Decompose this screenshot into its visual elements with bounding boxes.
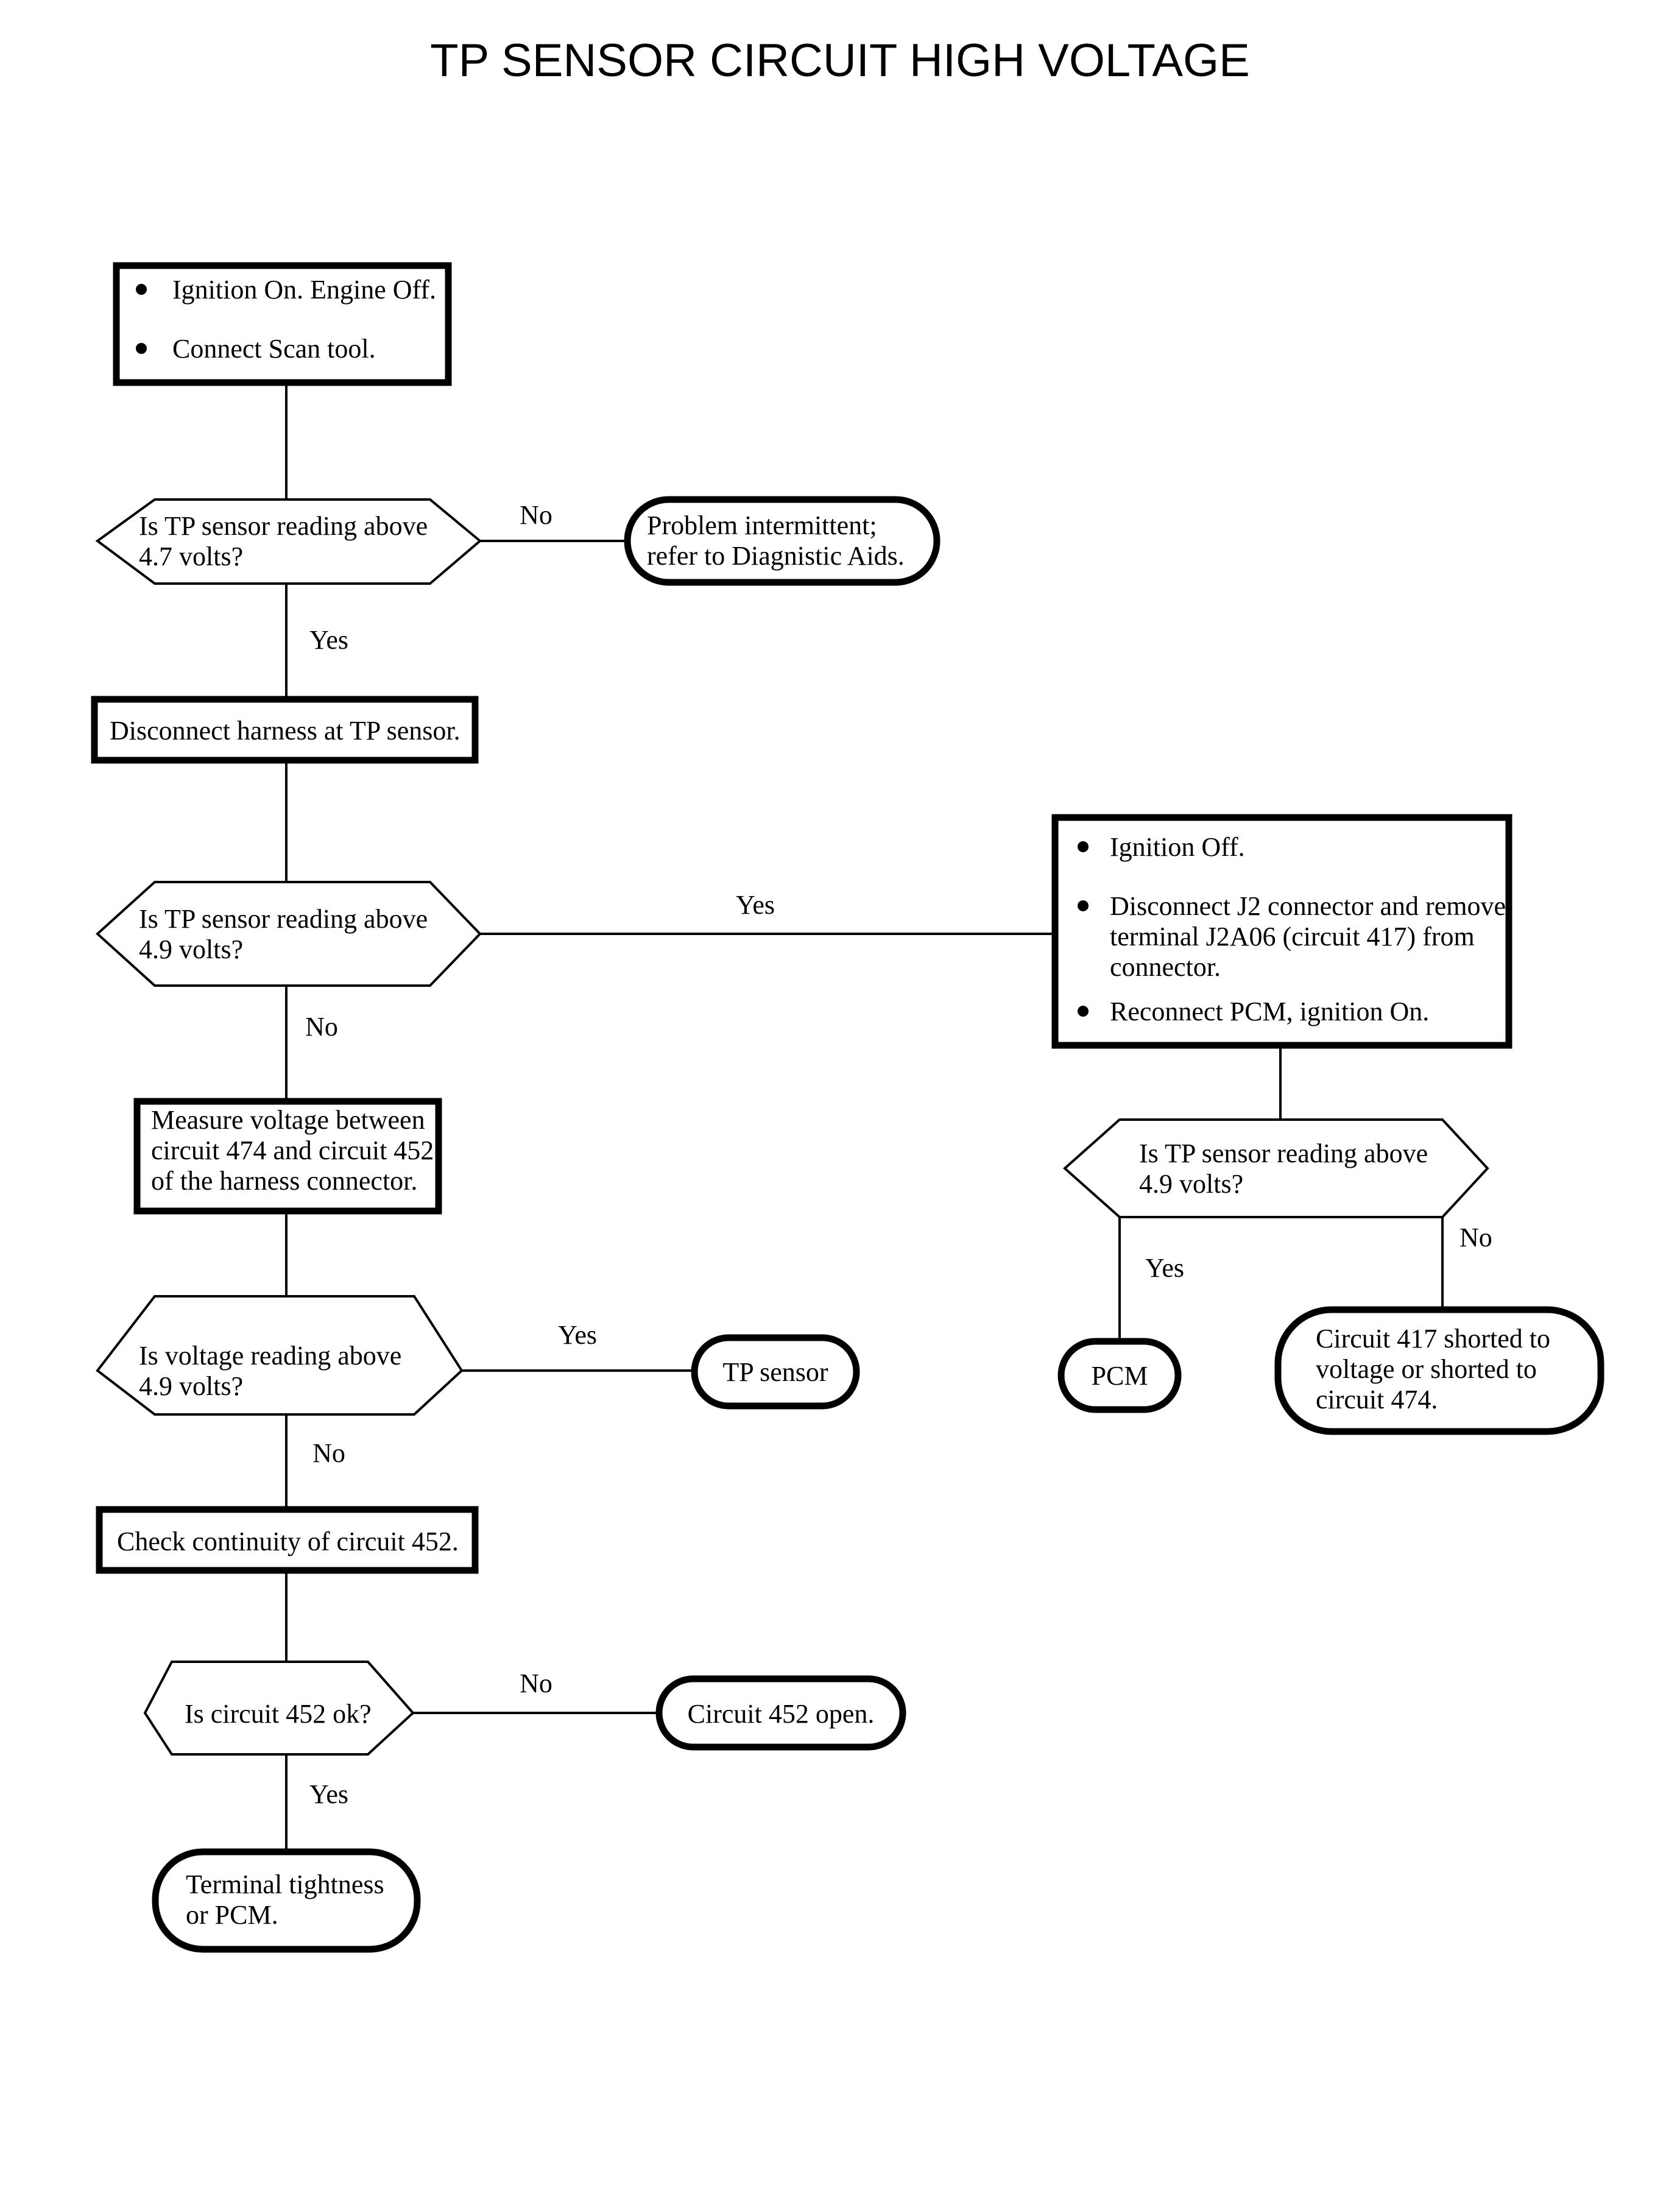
node-n13-line-0: Check continuity of circuit 452. bbox=[117, 1527, 459, 1556]
edge-label-n14-yes: Yes bbox=[309, 1779, 348, 1809]
node-n6-bullet-1-line-1: terminal J2A06 (circuit 417) from bbox=[1110, 922, 1475, 951]
node-n3-terminator[interactable]: Problem intermittent; refer to Diagnisti… bbox=[624, 496, 941, 586]
node-n11-stadium bbox=[1057, 1338, 1182, 1413]
node-n5-decision[interactable]: Is TP sensor reading above 4.9 volts? bbox=[96, 881, 482, 987]
node-n15-terminator[interactable]: Circuit 452 open. bbox=[655, 1675, 906, 1751]
node-n5-line-1: 4.9 volts? bbox=[139, 934, 243, 964]
edge-label-layer: No Yes Yes No Yes No Yes No No Yes bbox=[305, 500, 1492, 1809]
node-n8-line-1: 4.9 volts? bbox=[1139, 1169, 1243, 1199]
node-n14-hexagon bbox=[143, 1661, 415, 1756]
page-title: TP SENSOR CIRCUIT HIGH VOLTAGE bbox=[430, 35, 1250, 86]
connector-layer bbox=[285, 383, 1444, 1852]
node-n16-line-1: or PCM. bbox=[186, 1900, 278, 1930]
node-n16-line-0: Terminal tightness bbox=[186, 1869, 384, 1899]
node-n2-line-1: 4.7 volts? bbox=[139, 542, 243, 571]
node-n7-line-2: of the harness connector. bbox=[151, 1166, 417, 1196]
node-n6-bullet-2: Reconnect PCM, ignition On. bbox=[1110, 997, 1429, 1026]
node-n3-stadium bbox=[624, 496, 941, 586]
node-n8-hexagon bbox=[1062, 1118, 1489, 1218]
node-n1-bullet-1: Connect Scan tool. bbox=[172, 334, 376, 364]
node-n2-decision[interactable]: Is TP sensor reading above 4.7 volts? bbox=[95, 498, 482, 585]
bullet-dot-icon bbox=[136, 343, 147, 354]
node-n9-decision[interactable]: Is voltage reading above 4.9 volts? bbox=[96, 1295, 464, 1416]
node-n6-instructions[interactable]: Ignition Off. Disconnect J2 connector an… bbox=[1051, 814, 1512, 1049]
bullet-dot-icon bbox=[136, 284, 147, 295]
node-n4-process[interactable]: Disconnect harness at TP sensor. bbox=[91, 696, 479, 764]
node-n5-line-0: Is TP sensor reading above bbox=[139, 904, 428, 934]
edge-label-n14-no: No bbox=[520, 1668, 552, 1698]
node-n2-hexagon bbox=[95, 498, 482, 585]
edge-label-n5-yes: Yes bbox=[736, 890, 775, 920]
node-n5-hexagon bbox=[96, 881, 482, 987]
edge-label-n8-yes: Yes bbox=[1145, 1253, 1184, 1283]
node-n11-line-0: PCM bbox=[1092, 1361, 1148, 1391]
node-n7-box bbox=[133, 1098, 442, 1215]
edge-label-n2-yes: Yes bbox=[309, 625, 348, 655]
node-n13-box bbox=[96, 1506, 479, 1574]
node-n1-box bbox=[113, 262, 452, 386]
node-n12-line-2: circuit 474. bbox=[1316, 1385, 1438, 1414]
node-n7-line-0: Measure voltage between bbox=[151, 1105, 425, 1135]
node-n9-line-1: 4.9 volts? bbox=[139, 1371, 243, 1401]
node-n1-bullet-0: Ignition On. Engine Off. bbox=[172, 275, 436, 305]
node-n9-line-0: Is voltage reading above bbox=[139, 1341, 401, 1371]
edge-label-n5-no: No bbox=[305, 1012, 338, 1042]
node-n7-line-1: circuit 474 and circuit 452 bbox=[151, 1135, 434, 1165]
node-n9-hexagon bbox=[96, 1295, 464, 1416]
node-n10-line-0: TP sensor bbox=[722, 1357, 828, 1387]
node-n12-line-1: voltage or shorted to bbox=[1316, 1354, 1537, 1384]
node-n8-line-0: Is TP sensor reading above bbox=[1139, 1139, 1428, 1168]
edge-label-n9-no: No bbox=[312, 1438, 345, 1468]
node-n6-bullet-1-line-2: connector. bbox=[1110, 952, 1221, 982]
bullet-dot-icon bbox=[1078, 841, 1089, 852]
node-n12-stadium bbox=[1274, 1306, 1604, 1435]
node-n6-bullet-1-line-0: Disconnect J2 connector and remove bbox=[1110, 891, 1506, 921]
node-n14-line-0: Is circuit 452 ok? bbox=[185, 1699, 372, 1729]
node-n3-line-1: refer to Diagnistic Aids. bbox=[647, 541, 905, 571]
node-n16-terminator[interactable]: Terminal tightness or PCM. bbox=[152, 1848, 421, 1953]
node-n6-bullet-0: Ignition Off. bbox=[1110, 832, 1245, 862]
node-n15-line-0: Circuit 452 open. bbox=[688, 1699, 875, 1729]
bullet-dot-icon bbox=[1078, 1006, 1089, 1017]
node-n16-stadium bbox=[152, 1848, 421, 1953]
edge-label-n9-yes: Yes bbox=[558, 1320, 597, 1350]
node-n7-process[interactable]: Measure voltage between circuit 474 and … bbox=[133, 1098, 442, 1215]
edge-label-n2-no: No bbox=[520, 500, 552, 530]
node-n12-line-0: Circuit 417 shorted to bbox=[1316, 1324, 1550, 1354]
node-n10-terminator[interactable]: TP sensor bbox=[691, 1334, 860, 1410]
node-n2-line-0: Is TP sensor reading above bbox=[139, 511, 428, 541]
node-n4-box bbox=[91, 696, 479, 764]
node-n1-instructions[interactable]: Ignition On. Engine Off. Connect Scan to… bbox=[113, 262, 452, 386]
node-n13-process[interactable]: Check continuity of circuit 452. bbox=[96, 1506, 479, 1574]
node-n12-terminator[interactable]: Circuit 417 shorted to voltage or shorte… bbox=[1274, 1306, 1604, 1435]
node-n14-decision[interactable]: Is circuit 452 ok? bbox=[143, 1661, 415, 1756]
node-n11-terminator[interactable]: PCM bbox=[1057, 1338, 1182, 1413]
node-n3-line-0: Problem intermittent; bbox=[647, 510, 877, 540]
node-n10-stadium bbox=[691, 1334, 860, 1410]
edge-label-n8-no: No bbox=[1459, 1223, 1492, 1252]
bullet-dot-icon bbox=[1078, 900, 1089, 911]
node-n4-line-0: Disconnect harness at TP sensor. bbox=[110, 716, 461, 746]
node-n15-stadium bbox=[655, 1675, 906, 1751]
node-n6-box bbox=[1051, 814, 1512, 1049]
node-n8-decision[interactable]: Is TP sensor reading above 4.9 volts? bbox=[1062, 1118, 1489, 1218]
